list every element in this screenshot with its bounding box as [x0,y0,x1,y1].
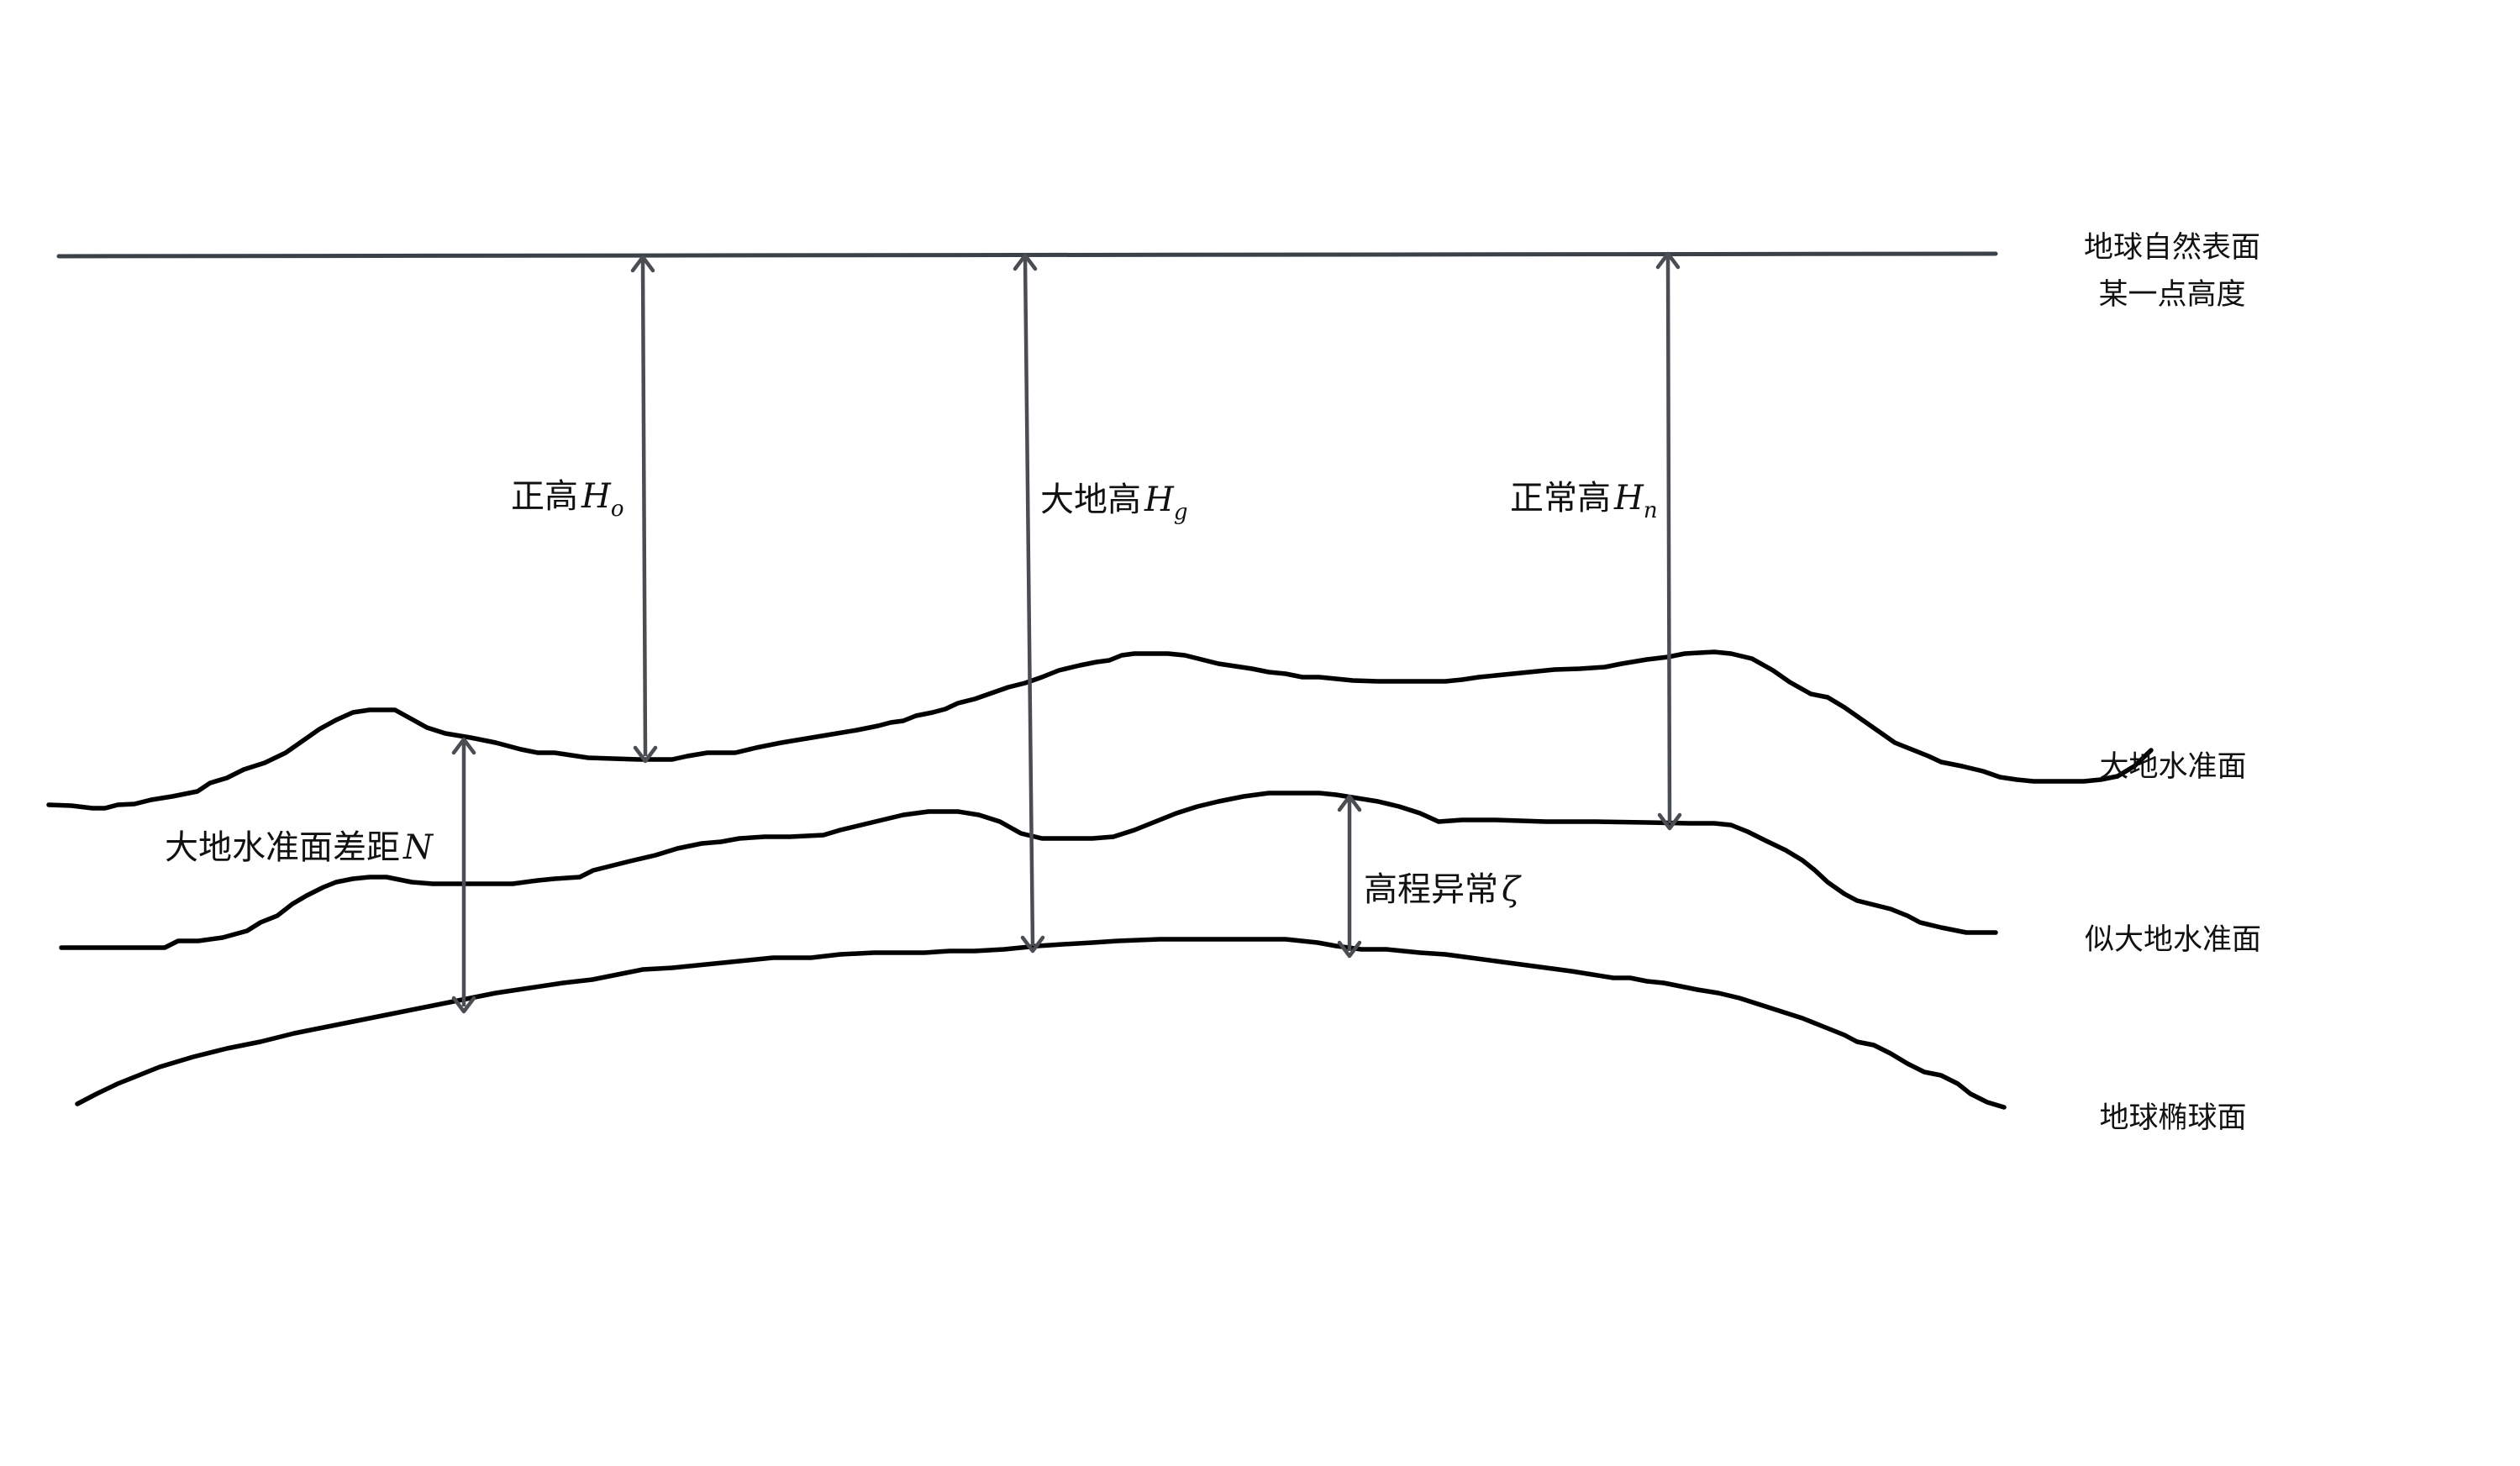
height-anomaly-arrow [1337,794,1362,959]
geodetic-height-arrow [1013,253,1045,954]
geoid-curve [46,649,2154,811]
natural-surface-label-line2: 某一点高度 [2098,278,2245,312]
ellipsoid-curve [75,937,2007,1110]
arrowhead-up [1337,794,1362,812]
geoid-undulation-arrow [451,737,476,1014]
arrowhead-up [1655,251,1681,270]
arrowhead-down [1020,935,1045,954]
arrowhead-down [451,996,476,1014]
quasigeoid-label: 似大地水准面 [2085,923,2261,957]
quasigeoid-curve [59,791,1998,950]
arrowhead-up [1013,253,1038,271]
normal-height-arrow [1655,251,1682,831]
arrowhead-down [1657,812,1682,831]
arrowhead-up [451,737,476,755]
natural-surface-label-line1: 地球自然表面 [2084,231,2260,265]
arrowhead-down [1337,940,1362,959]
natural-surface-line [56,251,1998,259]
ellipsoid-label: 地球椭球面 [2099,1101,2246,1135]
geoid-label: 大地水准面 [2099,750,2246,784]
arrowhead-down [633,745,658,764]
orthometric-height-arrow [630,255,658,764]
arrowhead-up [630,255,655,273]
